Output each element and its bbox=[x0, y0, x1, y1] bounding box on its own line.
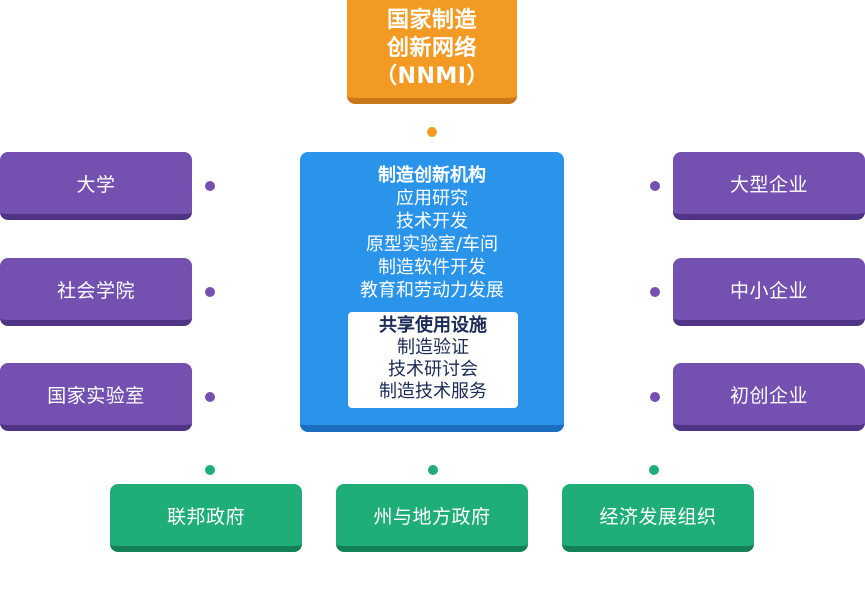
manufacturing-institute-box: 制造创新机构 应用研究 技术开发 原型实验室/车间 制造软件开发 教育和劳动力发… bbox=[300, 152, 564, 432]
node-label: 联邦政府 bbox=[166, 505, 245, 528]
connector-dot-bottom-1 bbox=[205, 465, 215, 475]
node-label: 初创企业 bbox=[729, 384, 808, 407]
node-university: 大学 bbox=[0, 152, 192, 220]
connector-dot-top bbox=[427, 127, 437, 137]
node-label: 国家实验室 bbox=[47, 384, 145, 407]
node-label: 中小企业 bbox=[729, 279, 808, 302]
node-label: 大型企业 bbox=[729, 173, 808, 196]
node-state-local-government: 州与地方政府 bbox=[336, 484, 528, 552]
institute-title: 制造创新机构 bbox=[378, 165, 486, 186]
connector-dot-right-1 bbox=[650, 181, 660, 191]
node-label: 大学 bbox=[76, 173, 116, 196]
nnmi-line-3: （NNMI） bbox=[375, 64, 489, 89]
node-federal-government: 联邦政府 bbox=[110, 484, 302, 552]
node-label: 社会学院 bbox=[56, 279, 135, 302]
institute-item: 技术开发 bbox=[396, 211, 468, 232]
institute-item: 原型实验室/车间 bbox=[365, 234, 499, 255]
shared-item: 制造验证 bbox=[397, 337, 469, 358]
connector-dot-left-2 bbox=[205, 287, 215, 297]
node-startup: 初创企业 bbox=[673, 363, 865, 431]
node-large-enterprise: 大型企业 bbox=[673, 152, 865, 220]
shared-item: 制造技术服务 bbox=[379, 381, 487, 402]
nnmi-line-1: 国家制造 bbox=[386, 8, 477, 33]
connector-dot-left-3 bbox=[205, 392, 215, 402]
connector-dot-bottom-2 bbox=[428, 465, 438, 475]
shared-item: 技术研讨会 bbox=[388, 359, 478, 380]
institute-item: 教育和劳动力发展 bbox=[360, 280, 504, 301]
node-community-college: 社会学院 bbox=[0, 258, 192, 326]
institute-item: 制造软件开发 bbox=[378, 257, 486, 278]
shared-title: 共享使用设施 bbox=[379, 315, 487, 336]
connector-dot-bottom-3 bbox=[649, 465, 659, 475]
node-label: 州与地方政府 bbox=[373, 505, 491, 528]
nnmi-box: 国家制造 创新网络 （NNMI） bbox=[347, 0, 517, 104]
institute-item: 应用研究 bbox=[396, 188, 468, 209]
node-label: 经济发展组织 bbox=[599, 505, 717, 528]
connector-dot-right-3 bbox=[650, 392, 660, 402]
connector-dot-right-2 bbox=[650, 287, 660, 297]
node-sme: 中小企业 bbox=[673, 258, 865, 326]
node-national-lab: 国家实验室 bbox=[0, 363, 192, 431]
node-economic-development-org: 经济发展组织 bbox=[562, 484, 754, 552]
shared-facilities-box: 共享使用设施 制造验证 技术研讨会 制造技术服务 bbox=[348, 312, 518, 408]
nnmi-line-2: 创新网络 bbox=[386, 36, 477, 61]
connector-dot-left-1 bbox=[205, 181, 215, 191]
